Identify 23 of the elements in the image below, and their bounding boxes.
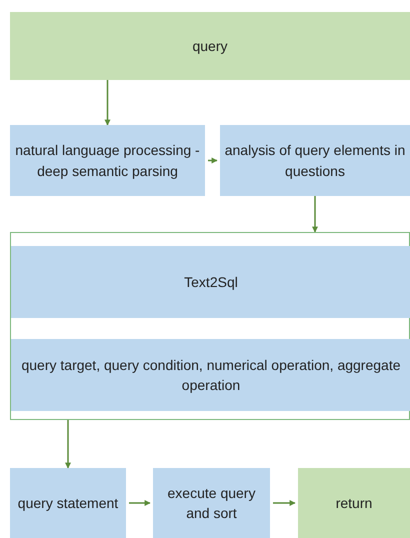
box-label: query statement	[16, 494, 120, 513]
box-label: Text2Sql	[183, 272, 239, 292]
process-box	[11, 246, 410, 318]
process-box	[10, 125, 205, 196]
arrow	[273, 500, 296, 506]
arrow	[65, 420, 71, 469]
process-box	[10, 12, 410, 80]
process-box	[220, 125, 410, 196]
group-frame	[10, 232, 410, 420]
process-box	[11, 339, 410, 411]
process-box	[298, 468, 410, 538]
box-label: query target, query condition, numerical operation, aggregate operation	[20, 356, 402, 395]
box-label: return	[334, 494, 374, 513]
arrow	[104, 80, 110, 126]
box-label: natural language processing -deep semantic parsing	[14, 141, 201, 181]
process-box	[153, 468, 270, 538]
arrow	[129, 500, 151, 506]
process-box	[10, 468, 126, 538]
arrow	[312, 196, 318, 233]
box-label: execute query and sort	[166, 484, 256, 523]
arrow	[208, 158, 218, 164]
box-label: query	[191, 36, 229, 56]
box-label: analysis of query elements in questions	[224, 141, 406, 181]
